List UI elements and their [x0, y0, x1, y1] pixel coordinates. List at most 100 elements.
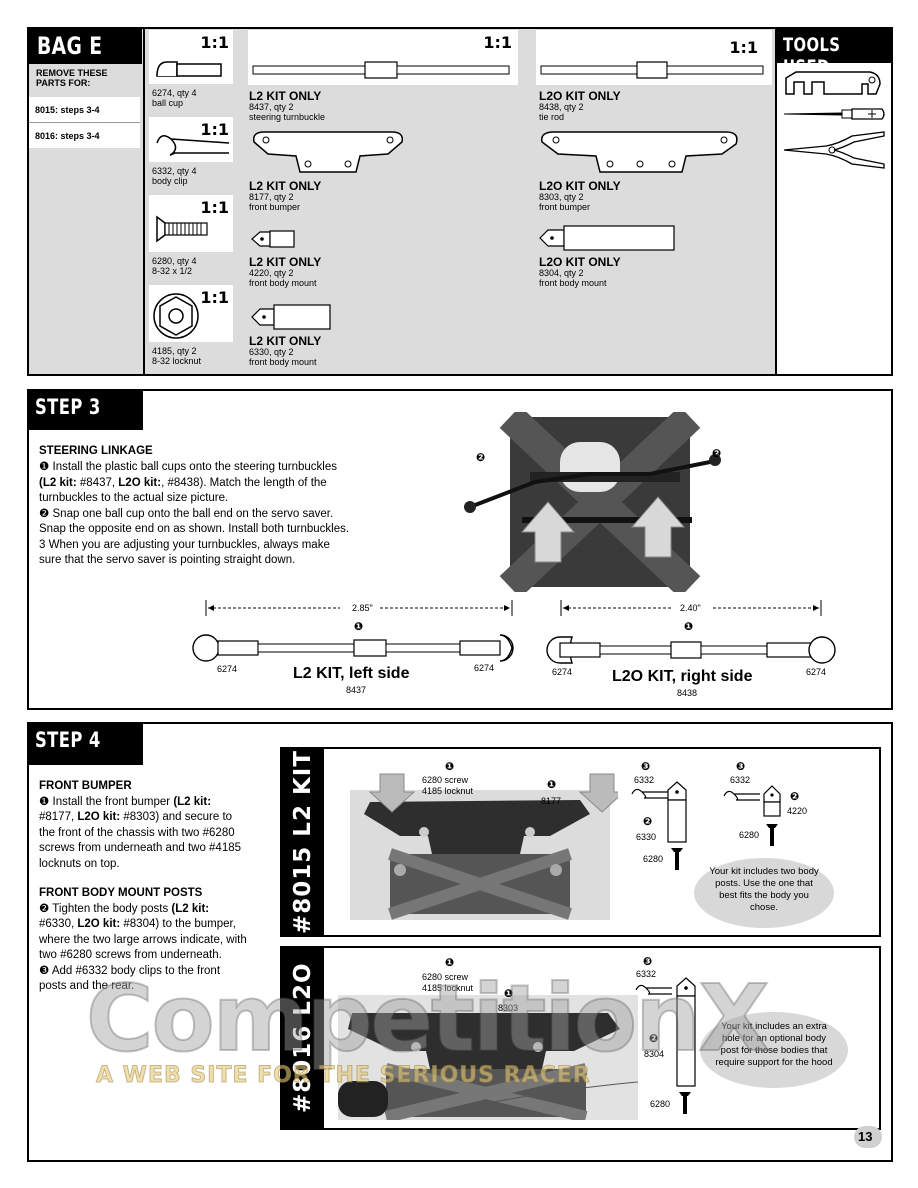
l2o-mount-text2: front body mount: [539, 278, 607, 288]
ratio-label: 1:1: [729, 38, 758, 57]
p3-a: 3 When you are adjusting your turnbuckle…: [39, 538, 330, 551]
b1-l2a: #8177,: [39, 811, 78, 823]
b2-l2c: #8304) to the bumper,: [120, 918, 236, 930]
l2-turnbuckle-box: 1:1: [248, 30, 518, 85]
l2o-locknut-label: 4185 locknut: [422, 983, 474, 993]
step4-tab: [29, 724, 143, 765]
l2o-bumper-text1: 8303, qty 2: [539, 192, 584, 202]
b1-l4: screws from underneath and two #4185: [39, 842, 242, 854]
l2-bumper-text1: 8177, qty 2: [249, 192, 294, 202]
part-ball-cup-text2: ball cup: [152, 98, 184, 108]
l2o-c4: ❷: [649, 1032, 659, 1045]
ratio-label: 1:1: [200, 120, 229, 139]
p1-a: ❶ Install the plastic ball cups onto the…: [39, 461, 337, 473]
chassis-steering-illustration: [464, 412, 721, 592]
l2-turnbuckle-kit: L2 KIT ONLY: [249, 89, 322, 103]
l2o-dimension: 2.40": [680, 603, 701, 613]
p1-c: , #8438). Match the length of the: [161, 476, 327, 489]
l2-screw-label: 6280 screw: [422, 775, 469, 785]
b1-l5: locknuts on top.: [39, 857, 120, 870]
l2o-c2: ❶: [504, 987, 514, 1000]
l2o-part-number: 8438: [677, 688, 698, 698]
wrench-icon: [785, 71, 881, 95]
tie-rod-icon: [540, 61, 764, 79]
l2-bumper-kit: L2 KIT ONLY: [249, 179, 322, 193]
l2o-post: 8304: [644, 1049, 665, 1059]
l2o-bumper-chassis-illustration: [338, 995, 638, 1120]
step4-title: STEP 4: [35, 728, 101, 752]
turnbuckle-icon: [252, 61, 510, 79]
kit-l2-photo: [340, 770, 618, 920]
l2-right-cup: 6274: [474, 663, 495, 673]
l2-screw-a-icon: [671, 848, 683, 870]
watermark-logo: CompetitionX: [85, 964, 770, 1073]
l2o-bumper-label: 8303: [498, 1003, 519, 1013]
b1-l1a: ❶ Install the front bumper: [39, 795, 174, 808]
l2o-right-cup: 6274: [806, 667, 827, 677]
part-body-clip-text1: 6332, qty 4: [152, 166, 197, 176]
l2o-side-label: L2O KIT, right side: [612, 668, 753, 685]
short-body-mount-icon: [251, 230, 295, 248]
kit-l2-banner: #8015 L2 KIT: [282, 749, 324, 935]
l2o-clip: 6332: [636, 969, 657, 979]
part-screw-text2: 8-32 x 1/2: [152, 266, 193, 276]
bag-e-row-8016: 8016: steps 3-4: [29, 123, 140, 148]
l2-screwA: 6280: [643, 854, 664, 864]
l2o-bumper-icon: [541, 131, 738, 173]
l2o-c1: ❶: [445, 956, 455, 969]
l2-c4a: ❷: [643, 815, 653, 828]
l2o-c3: ❸: [643, 955, 653, 968]
b1-l1b: (L2 kit:: [173, 795, 212, 808]
l2-mount4220-text1: 4220, qty 2: [249, 268, 294, 278]
part-body-clip-box: 1:1: [149, 117, 233, 162]
bag-e-left-column: [29, 29, 144, 374]
front-bumper-heading: FRONT BUMPER: [39, 780, 132, 792]
ratio-label: 1:1: [483, 33, 512, 52]
bag-e-title: BAG E: [37, 32, 103, 60]
l2-dimension-line: [205, 600, 513, 616]
l2-clipB: 6332: [730, 775, 751, 785]
l2o-note-bubble: Your kit includes an extra hole for an o…: [700, 1012, 848, 1088]
ball-cup-icon: [156, 61, 222, 77]
body-mount-heading: FRONT BODY MOUNT POSTS: [39, 887, 203, 899]
part-screw-box: 1:1: [149, 195, 233, 252]
l2o-bumper-text2: front bumper: [539, 202, 591, 212]
step4-instructions: FRONT BUMPER ❶ Install the front bumper …: [39, 779, 279, 995]
p2-b: Snap the opposite end on as shown. Insta…: [39, 523, 350, 535]
l2o-tierod-box: 1:1: [536, 30, 772, 85]
l2-mount4220-kit: L2 KIT ONLY: [249, 255, 322, 269]
l2o-screw2: 6280: [650, 1099, 671, 1109]
page-number: 13: [858, 1129, 873, 1144]
l2-bumper-label: 8177: [541, 796, 562, 806]
l2-left-cup: 6274: [217, 664, 238, 674]
bag-e-row-8015: 8015: steps 3-4: [29, 97, 140, 123]
steering-photo: [440, 412, 740, 592]
b1-l3: the front of the chassis with two #6280: [39, 826, 235, 839]
l2-body-clip-a: [631, 788, 668, 799]
l2-bumper-chassis-illustration: [350, 773, 618, 920]
l2-body-clip-b: [723, 790, 760, 801]
l2o-dimension-line: [560, 600, 822, 616]
l2-turnbuckle-drawing: [192, 634, 514, 662]
l2-post-4220: [763, 785, 781, 817]
steering-linkage-heading: STEERING LINKAGE: [39, 445, 153, 457]
l2o-tierod-drawing: [546, 636, 836, 664]
bag-e-tab: [29, 29, 142, 64]
step3-tab: [29, 391, 143, 430]
p1-d: turnbuckles to the actual size picture.: [39, 492, 229, 504]
l2-callout: ❶: [354, 620, 364, 633]
l2o-post-8304: [676, 977, 696, 1087]
part-locknut-text1: 4185, qty 2: [152, 346, 197, 356]
l2o-body-clip: [635, 984, 672, 995]
l2-bumper-text2: front bumper: [249, 202, 301, 212]
l2-postA: 6330: [636, 832, 657, 842]
b2-l4: two #6280 screws from underneath.: [39, 949, 222, 961]
ratio-label: 1:1: [200, 33, 229, 52]
b2-l2a: #6330,: [39, 918, 78, 930]
b2-l1b: (L2 kit:: [171, 902, 210, 915]
l2-c3a: ❸: [641, 760, 651, 773]
l2o-tierod-kit: L2O KIT ONLY: [539, 89, 621, 103]
l2-note: Your kit includes two body posts. Use th…: [709, 866, 819, 913]
l2o-bumper-kit: L2O KIT ONLY: [539, 179, 621, 193]
b1-l2b: L2O kit:: [77, 811, 121, 823]
